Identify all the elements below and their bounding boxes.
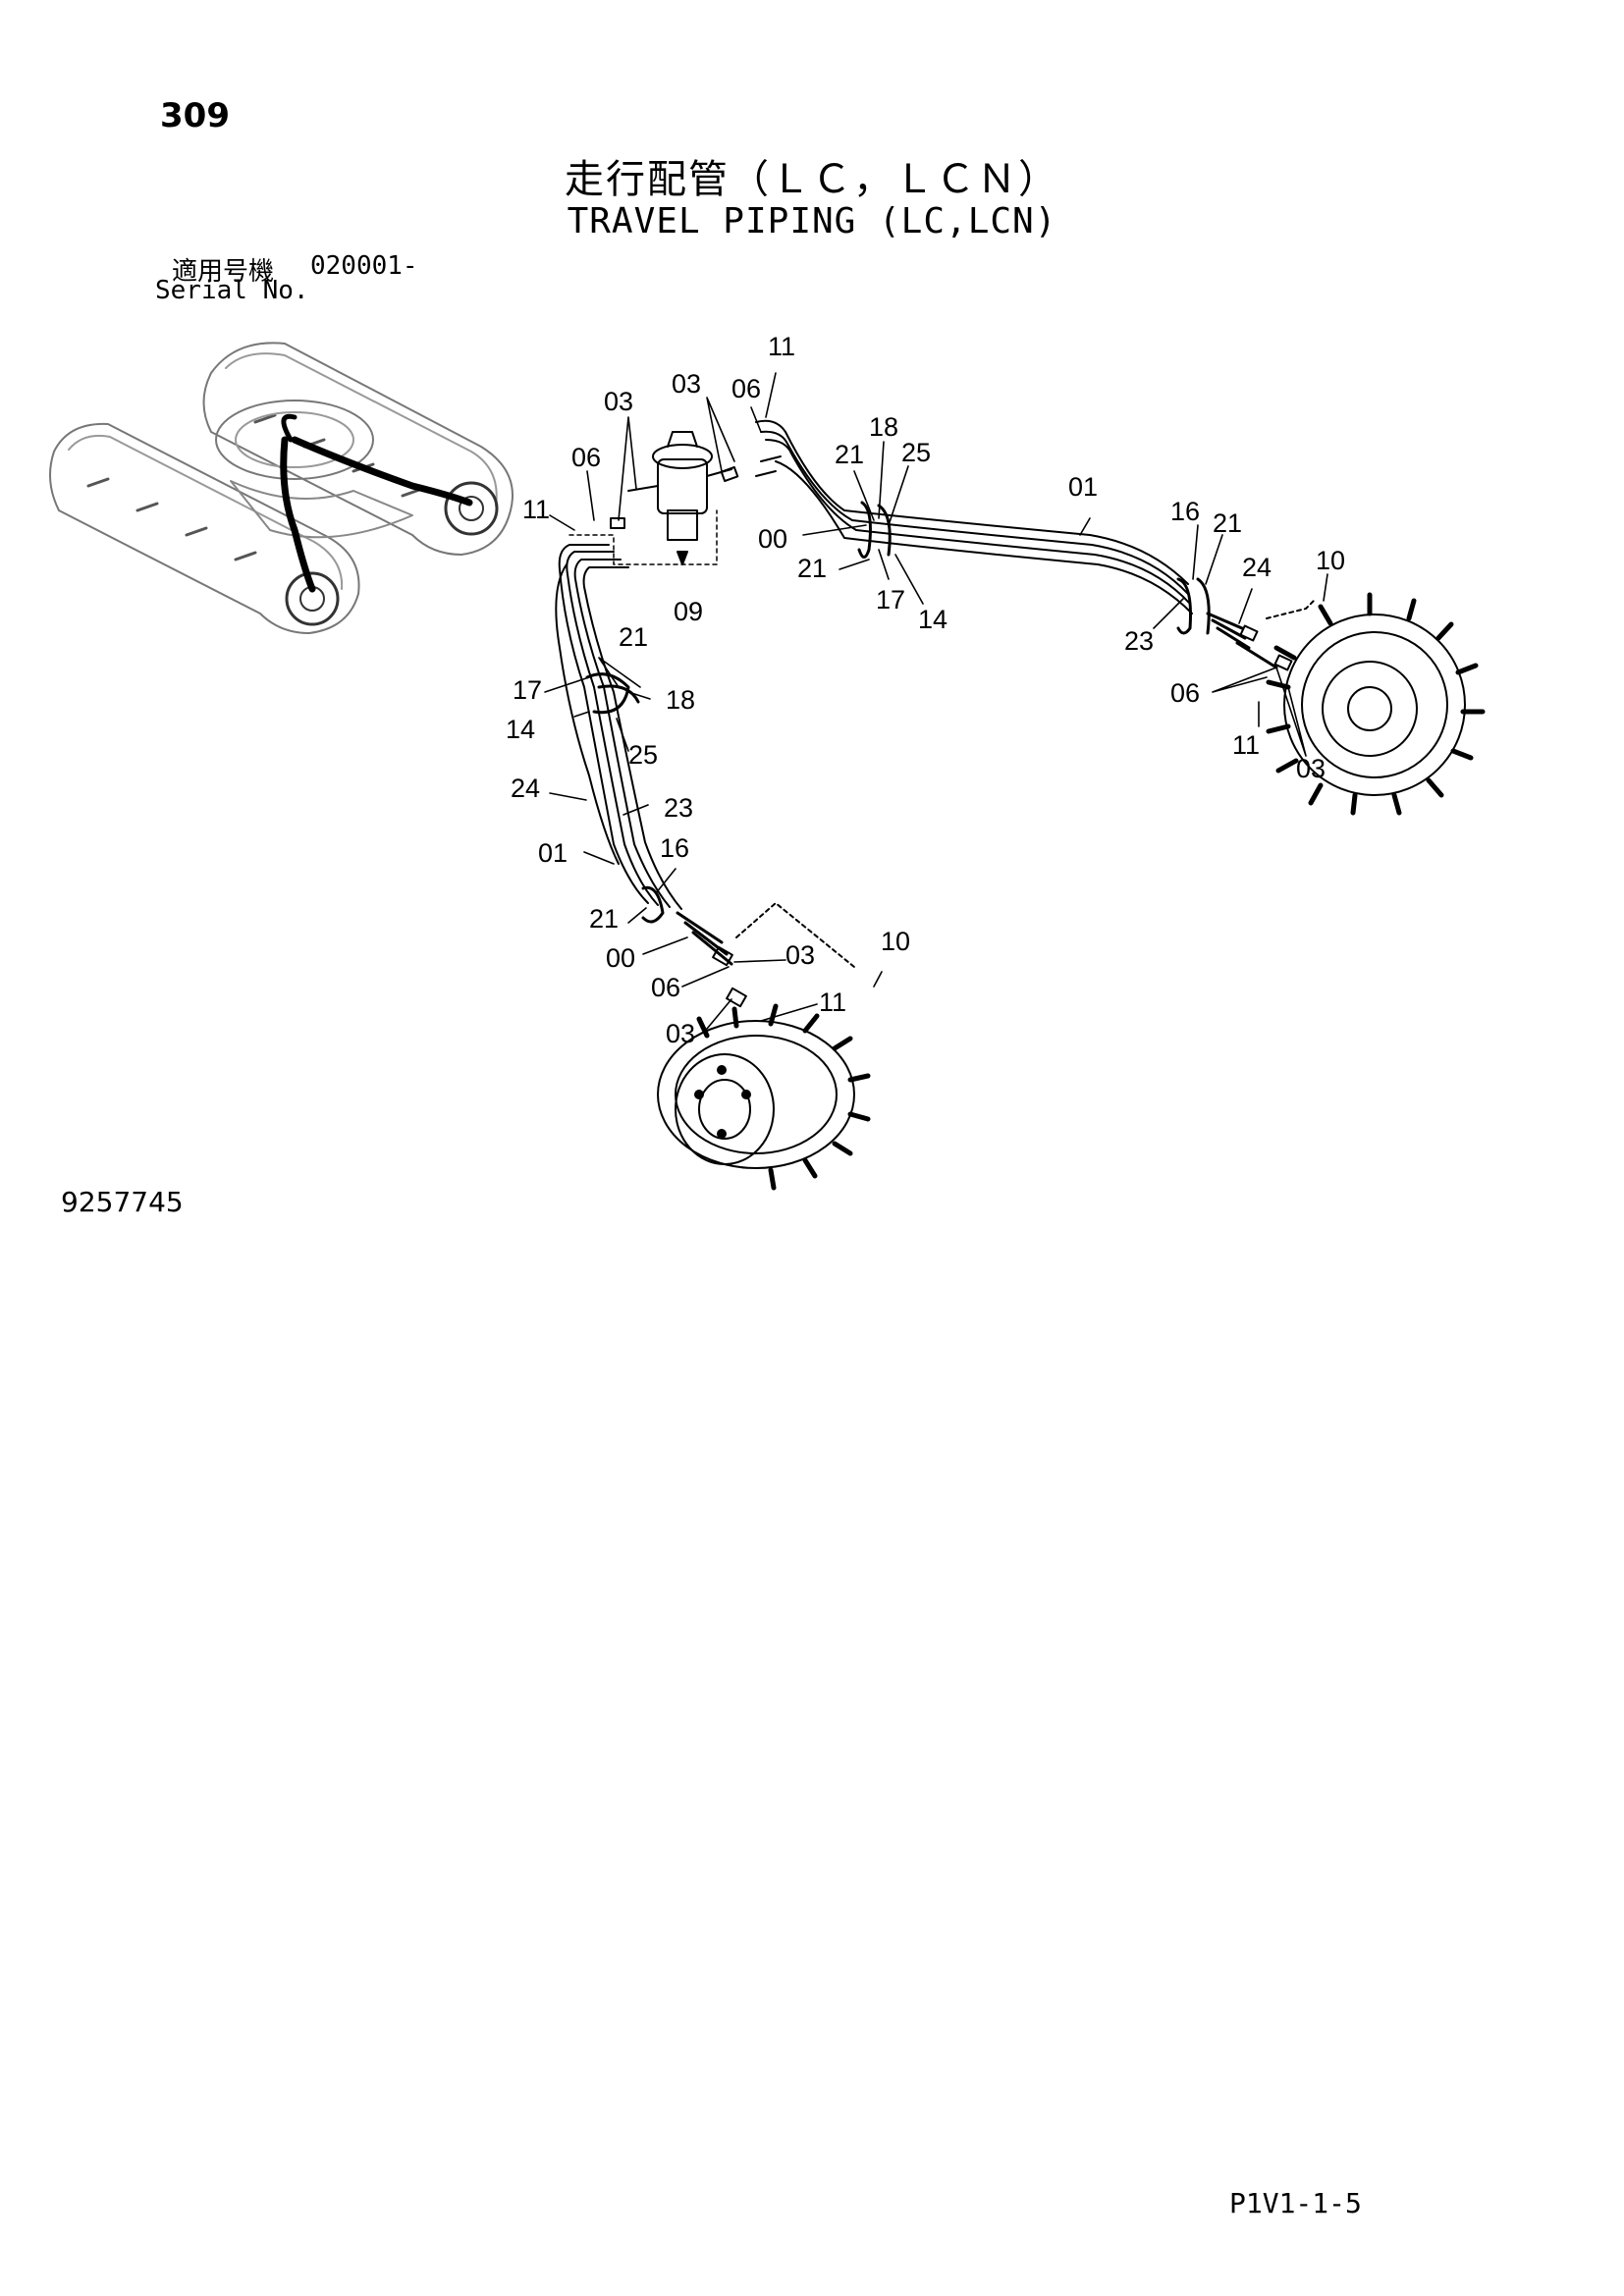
serial-number-value: 020001- [310,251,418,281]
callout-01: 01 [1068,472,1098,502]
callout-14: 14 [506,715,535,744]
callout-24: 24 [511,774,540,803]
callout-21: 21 [589,904,619,934]
callout-23: 23 [664,793,693,823]
callout-11: 11 [819,988,846,1017]
callout-25: 25 [901,438,931,467]
callout-17: 17 [513,675,542,705]
bottom-travel-motor [657,1003,871,1191]
callout-10: 10 [881,927,910,956]
callout-21: 21 [797,554,827,583]
page-number: 309 [160,96,230,135]
page-title-english: TRAVEL PIPING (LC,LCN) [567,201,1057,241]
serial-label-english: Serial No. [155,276,309,305]
callout-03: 03 [1296,754,1326,783]
callout-23: 23 [1124,626,1154,656]
callout-18: 18 [666,685,695,715]
callout-17: 17 [876,585,905,614]
callout-03: 03 [604,387,633,416]
callout-03: 03 [666,1019,695,1048]
callout-03: 03 [672,369,701,399]
callout-18: 18 [869,412,898,442]
callout-03: 03 [785,940,815,970]
callout-00: 00 [606,943,635,973]
callout-10: 10 [1316,546,1345,575]
callout-01: 01 [538,838,568,868]
callout-21: 21 [619,622,648,652]
hose-bundle [555,419,1315,1008]
callout-06: 06 [1170,678,1200,708]
page-code: P1V1-1-5 [1229,2187,1362,2219]
callout-06: 06 [571,443,601,472]
callout-00: 00 [758,524,787,554]
callout-16: 16 [1170,497,1200,526]
callout-11: 11 [522,495,550,524]
callout-25: 25 [628,740,658,770]
callout-14: 14 [918,605,947,634]
undercarriage-overview [49,342,514,634]
callout-09: 09 [674,597,703,626]
serial-label-japanese: 適用号機 [172,257,275,287]
right-travel-motor [1266,592,1486,816]
callout-11: 11 [768,332,795,361]
callout-06: 06 [651,973,680,1002]
callout-16: 16 [660,833,689,863]
callout-21: 21 [1213,508,1242,538]
drawing-number: 9257745 [61,1186,184,1218]
leader-lines [544,372,1328,1030]
callout-24: 24 [1242,553,1272,582]
page-title-japanese: 走行配管（ＬＣ，ＬＣＮ） [565,157,1059,202]
callout-labels: 11 03 03 06 06 11 09 00 21 18 25 21 17 1… [506,332,1345,1048]
callout-06: 06 [731,374,761,403]
callout-21: 21 [835,440,864,469]
callout-11: 11 [1232,730,1260,760]
